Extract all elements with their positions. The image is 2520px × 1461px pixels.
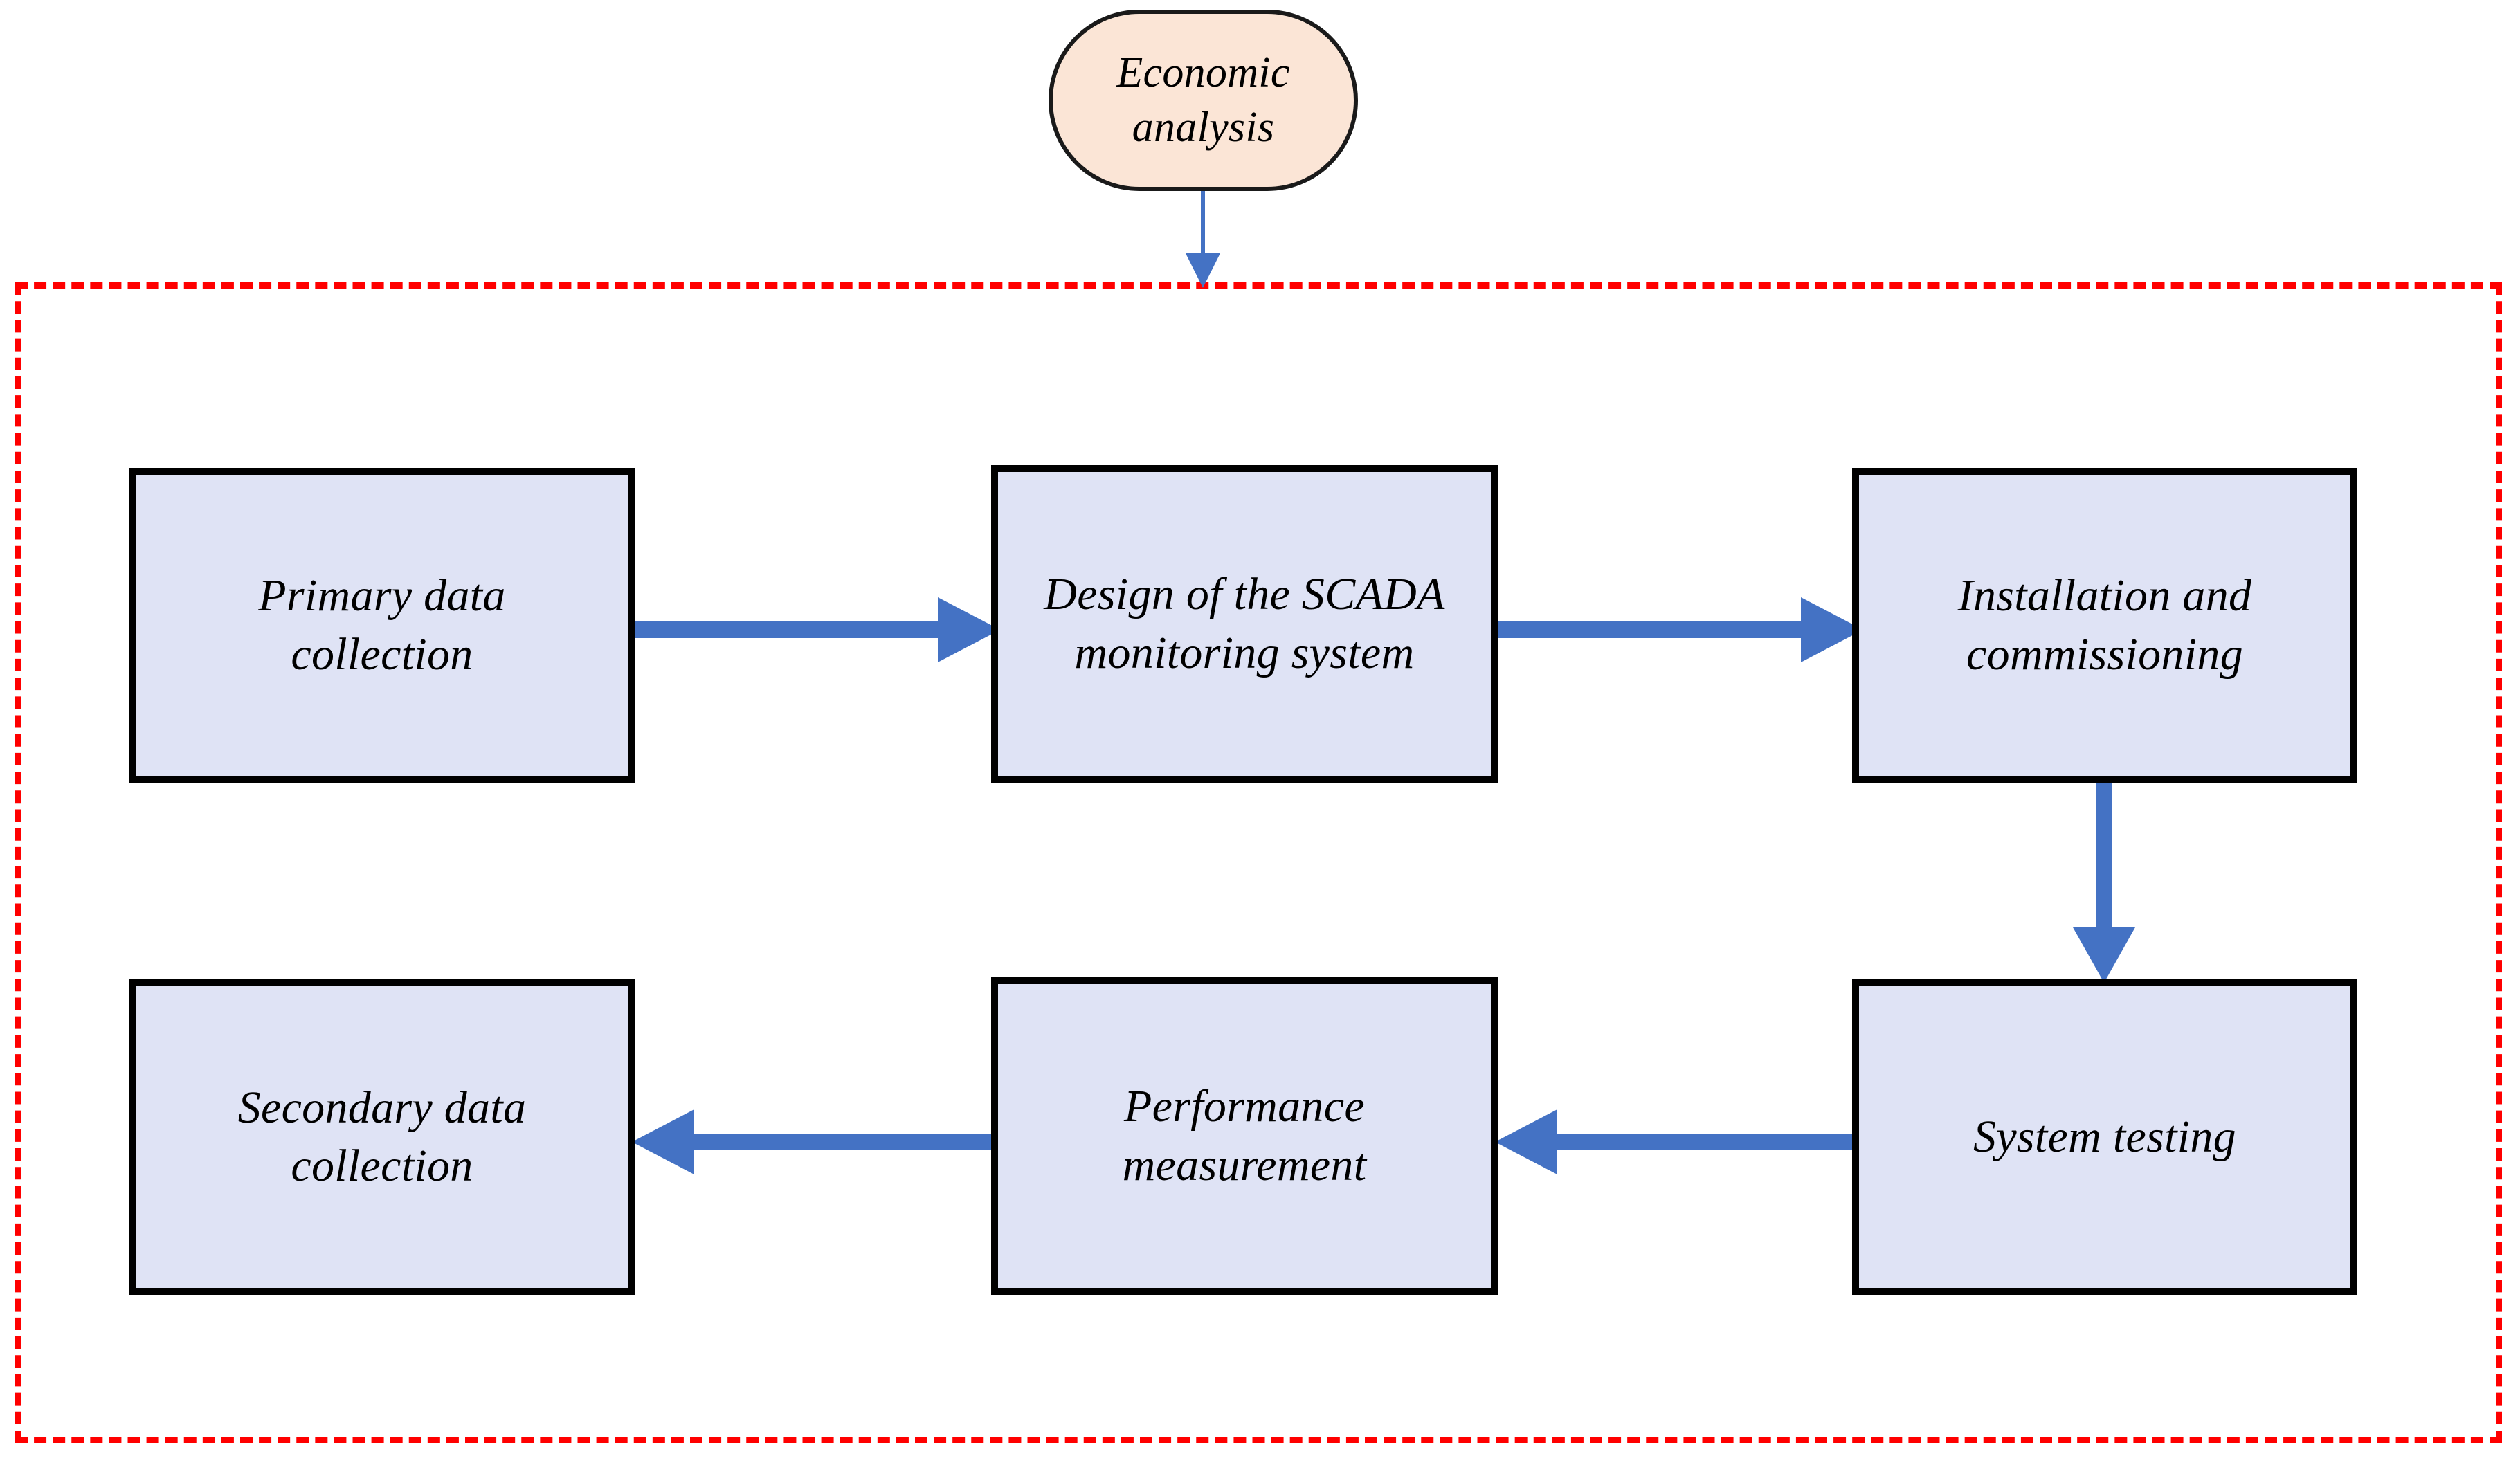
node-label-design-scada: Design of the SCADA monitoring system — [1044, 569, 1445, 678]
node-label-primary-data-collection: Primary data collection — [258, 570, 506, 680]
node-secondary-data-collection[interactable]: Secondary data collection — [129, 979, 635, 1295]
edge-testing-to-performance — [1489, 1104, 1870, 1180]
node-label-system-testing: System testing — [1973, 1111, 2236, 1162]
edge-performance-to-secondary — [626, 1104, 1007, 1180]
node-label-installation-commissioning: Installation and commissioning — [1957, 570, 2252, 680]
edge-economic-to-boundary — [1177, 187, 1301, 291]
node-label-economic-analysis: Economic analysis — [1116, 48, 1290, 151]
node-label-secondary-data-collection: Secondary data collection — [237, 1082, 527, 1191]
node-economic-analysis[interactable]: Economic analysis — [1049, 10, 1358, 191]
node-primary-data-collection[interactable]: Primary data collection — [129, 468, 635, 783]
node-design-scada[interactable]: Design of the SCADA monitoring system — [991, 465, 1498, 783]
edge-installation-to-testing — [2066, 775, 2142, 990]
node-performance-measurement[interactable]: Performance measurement — [991, 977, 1498, 1295]
node-system-testing[interactable]: System testing — [1852, 979, 2357, 1295]
edge-design-to-installation — [1489, 592, 1870, 668]
node-label-performance-measurement: Performance measurement — [1122, 1081, 1367, 1190]
dashed-boundary — [15, 282, 2502, 1443]
edge-primary-to-design — [626, 592, 1007, 668]
node-installation-commissioning[interactable]: Installation and commissioning — [1852, 468, 2357, 783]
